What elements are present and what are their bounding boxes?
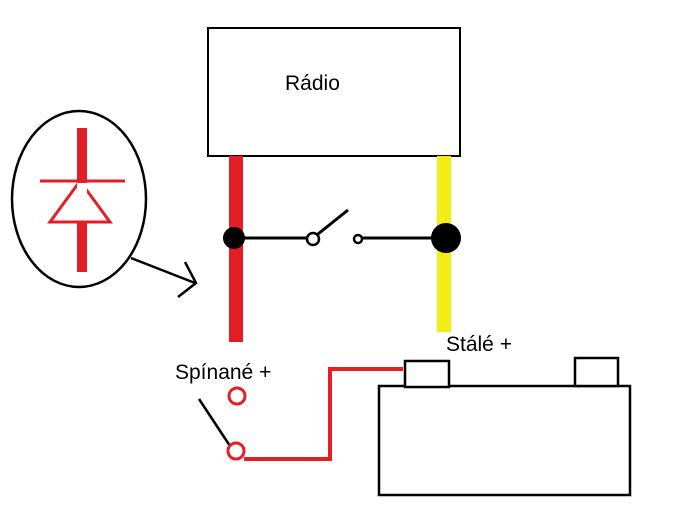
arrow-icon	[130, 256, 198, 298]
ignition-switch-top-contact	[227, 386, 247, 406]
switched-wire	[229, 156, 243, 342]
battery-terminal-left	[403, 359, 451, 389]
constant-junction-dot	[431, 223, 461, 253]
battery-body	[377, 384, 632, 497]
switched-plus-label: Spínané +	[175, 361, 271, 384]
switched-junction-dot	[223, 227, 245, 249]
radio-box	[207, 27, 461, 157]
battery-terminal-right	[573, 356, 620, 388]
constant-plus-label: Stálé +	[446, 333, 512, 356]
radio-label: Rádio	[285, 72, 340, 95]
ignition-switch-lever	[197, 398, 232, 447]
battery-feed-wire	[244, 367, 403, 461]
bridge-switch-contact-right	[352, 233, 364, 245]
bridge-switch-lever	[312, 208, 349, 240]
ignition-switch-bottom-contact	[226, 441, 246, 461]
bridge-switch-contact-left	[305, 231, 321, 247]
diode-icon	[40, 128, 125, 272]
